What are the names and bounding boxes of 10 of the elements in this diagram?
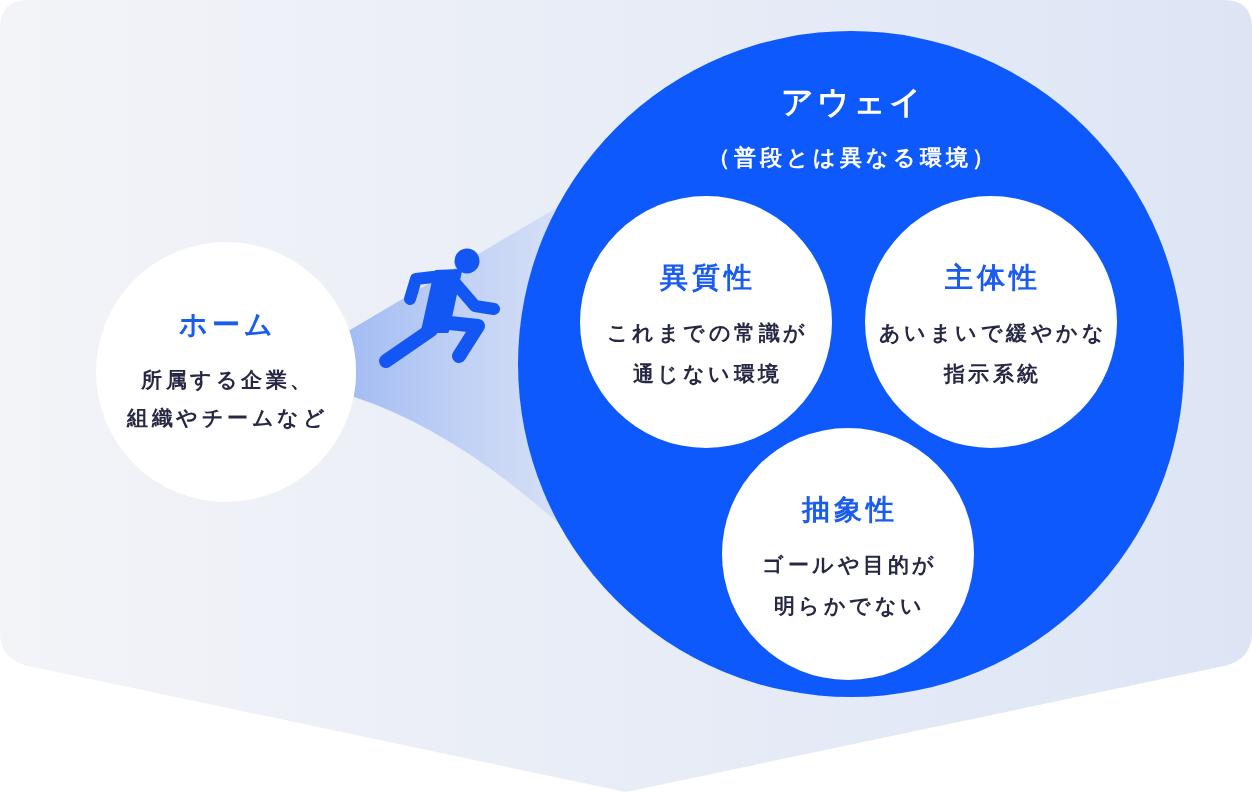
node-subtitle: （普段とは異なる環境） — [707, 144, 998, 172]
node-text: あいまいで緩やかな指示系統 — [877, 320, 1108, 388]
node-text: 所属する企業、組織やチームなど — [125, 366, 330, 432]
node-title: ホーム — [178, 307, 277, 342]
node-title: 主体性 — [944, 261, 1041, 295]
node-title: 抽象性 — [800, 493, 898, 527]
node-title: アウェイ — [779, 82, 925, 122]
node-text: ゴールや目的が明らかでない — [761, 552, 939, 620]
node-text: これまでの常識が通じない環境 — [605, 320, 810, 388]
node-title: 異質性 — [659, 261, 756, 295]
